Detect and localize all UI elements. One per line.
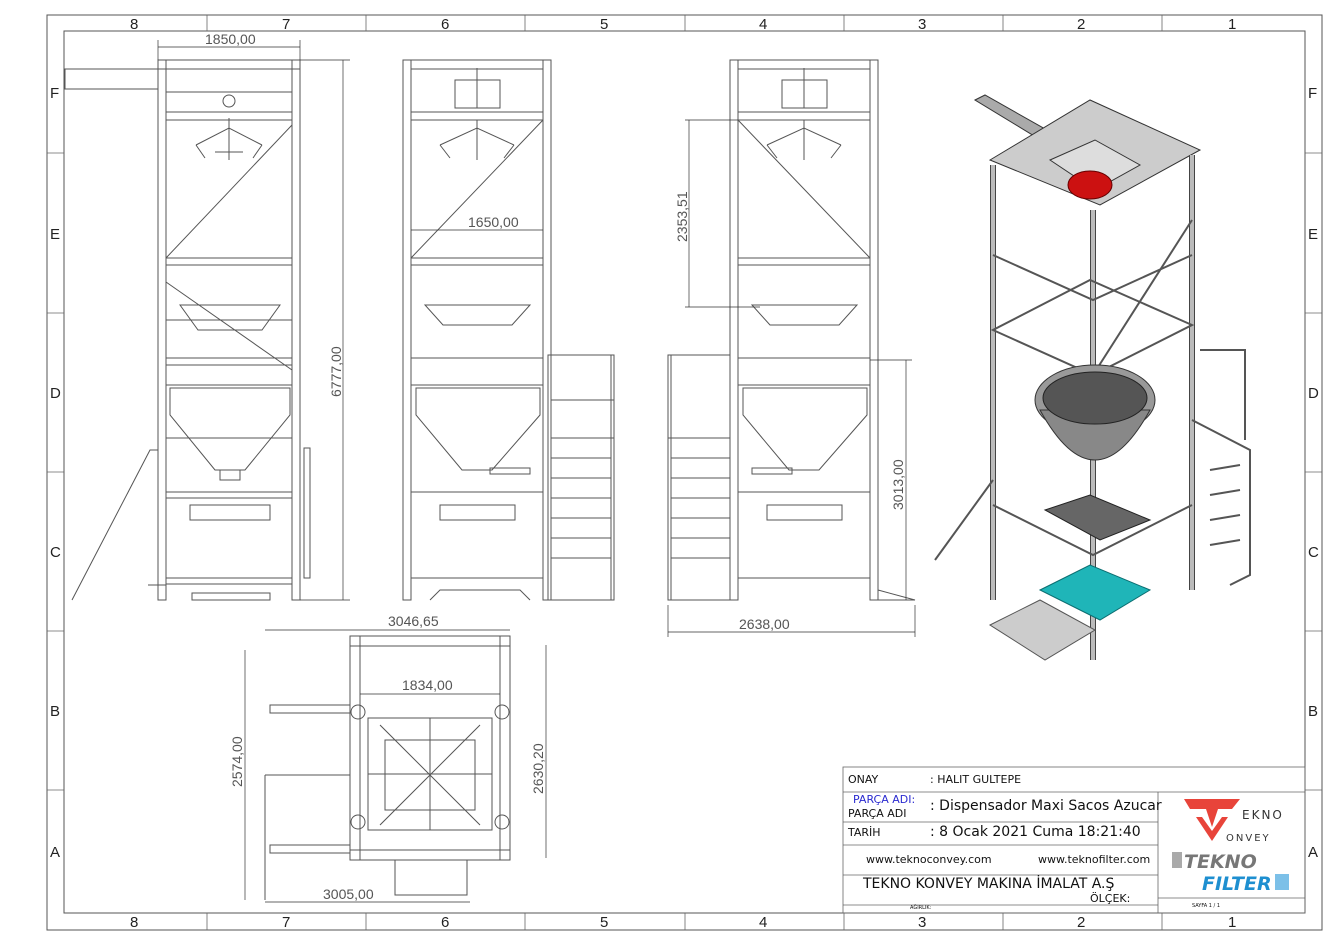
pallet <box>1038 564 1152 621</box>
zone-labels-top: 8 7 6 5 4 3 2 1 <box>130 16 1236 33</box>
front-view <box>64 59 311 601</box>
tekno-convey-logo: EKNO ONVEY <box>1182 797 1292 845</box>
tarih-label: TARİH <box>848 826 881 839</box>
zone-col: 7 <box>282 16 290 33</box>
front-dimensions <box>157 40 350 601</box>
zone-dividers <box>47 15 1322 930</box>
zone-col: 4 <box>759 16 767 33</box>
zone-row: C <box>50 544 61 561</box>
dimension-top-height-left: 2574,00 <box>229 736 245 787</box>
zone-labels-bottom: 8 7 6 5 4 3 2 1 <box>130 914 1236 931</box>
top-dimensions <box>244 629 547 903</box>
svg-text:TEKNO: TEKNO <box>1184 851 1257 873</box>
zone-col: 1 <box>1228 16 1236 33</box>
zone-col: 6 <box>441 16 449 33</box>
zone-col: 8 <box>130 914 138 931</box>
tarih-value: : 8 Ocak 2021 Cuma 18:21:40 <box>930 824 1141 840</box>
onay-label: ONAY <box>848 773 879 786</box>
zone-row: F <box>50 85 59 102</box>
parca-label: PARÇA ADI <box>848 807 907 820</box>
sayfa-label: SAYFA 1 / 1 <box>1192 903 1221 909</box>
svg-text:EKNO: EKNO <box>1242 808 1284 822</box>
dimension-side-base-width: 2638,00 <box>739 616 790 632</box>
side-right-dimensions <box>667 119 916 637</box>
zone-col: 2 <box>1077 16 1085 33</box>
zone-col: 5 <box>600 914 608 931</box>
tekno-convey-logo-icon: EKNO ONVEY <box>1184 799 1284 844</box>
zone-row: E <box>50 226 60 243</box>
zone-col: 2 <box>1077 914 1085 931</box>
agirlik-label: AĞIRLIK: <box>910 905 932 911</box>
title-block-frame <box>842 766 1306 914</box>
website-teknoconvey[interactable]: www.teknoconvey.com <box>866 853 992 866</box>
dimension-side-lower-height: 3013,00 <box>890 459 906 510</box>
svg-text:FILTER: FILTER <box>1202 873 1272 894</box>
dimension-front-height: 6777,00 <box>328 346 344 397</box>
zone-col: 3 <box>918 16 926 33</box>
dimension-top-inner-width: 1834,00 <box>402 677 453 693</box>
zone-row: A <box>1308 844 1318 861</box>
hopper-part <box>1067 170 1113 200</box>
zone-labels-left: F E D C B A <box>50 85 61 861</box>
zone-row: D <box>50 385 61 402</box>
isometric-view <box>934 94 1251 661</box>
zone-row: B <box>1308 703 1318 720</box>
parca-label-overlay: PARÇA ADI: <box>853 793 916 806</box>
zone-row: E <box>1308 226 1318 243</box>
zone-col: 4 <box>759 914 767 931</box>
dimension-front-width: 1850,00 <box>205 31 256 47</box>
dimension-side-upper-height: 2353,51 <box>674 191 690 242</box>
zone-col: 8 <box>130 16 138 33</box>
zone-col: 6 <box>441 914 449 931</box>
top-view <box>264 635 511 900</box>
svg-text:ONVEY: ONVEY <box>1226 833 1271 844</box>
zone-row: F <box>1308 85 1317 102</box>
zone-row: B <box>50 703 60 720</box>
side-view-right <box>667 59 916 601</box>
outer-border <box>46 14 1323 931</box>
website-teknofilter[interactable]: www.teknofilter.com <box>1038 853 1151 866</box>
zone-labels-right: F E D C B A <box>1308 85 1319 861</box>
side-view-left <box>402 59 615 601</box>
zone-row: C <box>1308 544 1319 561</box>
zone-col: 5 <box>600 16 608 33</box>
dimension-top-overall-width: 3046,65 <box>388 613 439 629</box>
company-name: TEKNO KONVEY MAKINA İMALAT A.Ş <box>863 876 1115 892</box>
parca-value: : Dispensador Maxi Sacos Azucar <box>930 798 1162 814</box>
zone-col: 1 <box>1228 914 1236 931</box>
zone-row: A <box>50 844 60 861</box>
tekno-filter-logo-icon: TEKNO FILTER <box>1172 851 1289 894</box>
tekno-filter-logo: TEKNO FILTER <box>1172 850 1292 894</box>
dimension-top-height-right: 2630,20 <box>530 743 546 794</box>
olcek-label: ÖLÇEK: <box>1090 892 1131 905</box>
onay-value: : HALIT GULTEPE <box>930 773 1022 786</box>
dimension-top-bottom-width: 3005,00 <box>323 886 374 902</box>
dimension-side-width: 1650,00 <box>468 214 519 230</box>
zone-col: 3 <box>918 914 926 931</box>
zone-col: 7 <box>282 914 290 931</box>
zone-row: D <box>1308 385 1319 402</box>
